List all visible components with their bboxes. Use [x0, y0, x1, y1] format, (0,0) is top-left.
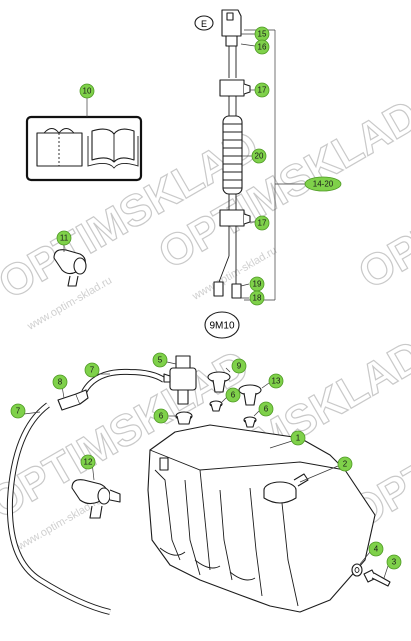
harness-clip-upper — [219, 79, 245, 97]
callout-2: 2 — [337, 456, 353, 472]
bolt-3 — [363, 569, 391, 587]
grommet-right — [243, 416, 257, 428]
svg-text:20: 20 — [255, 152, 264, 161]
callout-6: 6 — [153, 408, 169, 424]
harness-clip-lower — [219, 209, 245, 227]
svg-text:17: 17 — [258, 219, 267, 228]
svg-text:2: 2 — [343, 460, 348, 469]
washer-hoses — [6, 368, 166, 615]
connector-letter-badge — [194, 15, 214, 31]
svg-text:10: 10 — [83, 87, 92, 96]
svg-text:13: 13 — [272, 377, 281, 386]
svg-text:19: 19 — [253, 280, 262, 289]
svg-text:7: 7 — [16, 407, 21, 416]
svg-text:14-20: 14-20 — [313, 180, 334, 189]
terminal-left — [213, 281, 224, 297]
callout-6: 6 — [225, 387, 241, 403]
svg-text:12: 12 — [84, 458, 93, 467]
blanking-cap-9 — [207, 371, 231, 393]
callout-8: 8 — [52, 374, 68, 390]
svg-text:8: 8 — [58, 378, 63, 387]
svg-text:15: 15 — [258, 30, 267, 39]
callouts: 15 16 17 10 20 14-20 17 11 19 18 5 7 9 8… — [10, 26, 402, 570]
svg-text:11: 11 — [60, 234, 69, 243]
callout-15: 15 — [254, 26, 270, 42]
callout-19: 19 — [249, 276, 265, 292]
callout-7: 7 — [84, 362, 100, 378]
callout-17: 17 — [254, 215, 270, 231]
callout-18: 18 — [249, 290, 265, 306]
corrugated-sleeve — [222, 115, 243, 195]
callout-3: 3 — [386, 554, 402, 570]
callout-16: 16 — [254, 39, 270, 55]
wiring-harness: E — [194, 9, 305, 301]
callout-7: 7 — [10, 403, 26, 419]
svg-text:4: 4 — [374, 545, 379, 554]
callout-20: 20 — [251, 148, 267, 164]
grommet-left — [175, 411, 193, 425]
callout-11: 11 — [56, 230, 72, 246]
book-reference: 9M10 — [204, 311, 240, 339]
callout-12: 12 — [80, 454, 96, 470]
callout-10: 10 — [79, 83, 95, 99]
hose-joint — [57, 393, 81, 411]
blanking-cap-13 — [238, 384, 262, 406]
hose-clip-12 — [71, 479, 121, 519]
terminal-right — [231, 283, 242, 299]
svg-text:18: 18 — [253, 294, 262, 303]
hose-clip-11 — [53, 249, 87, 287]
svg-text:9: 9 — [237, 362, 242, 371]
callout-4: 4 — [368, 541, 384, 557]
svg-text:6: 6 — [159, 412, 164, 421]
svg-text:5: 5 — [158, 356, 163, 365]
svg-text:6: 6 — [231, 391, 236, 400]
callout-1: 1 — [290, 430, 306, 446]
callout-17: 17 — [254, 82, 270, 98]
manual-box — [25, 115, 143, 182]
connector-letter: E — [201, 19, 207, 29]
svg-text:7: 7 — [90, 366, 95, 375]
callout-14-20: 14-20 — [304, 176, 342, 192]
svg-text:1: 1 — [296, 434, 301, 443]
callout-6: 6 — [258, 401, 274, 417]
washer-pump — [163, 355, 197, 405]
svg-text:3: 3 — [392, 558, 397, 567]
washer-4 — [351, 563, 363, 577]
callout-9: 9 — [231, 358, 247, 374]
washer-reservoir — [147, 424, 376, 613]
book-code: 9M10 — [209, 321, 234, 332]
svg-text:6: 6 — [264, 405, 269, 414]
svg-text:16: 16 — [258, 43, 267, 52]
callout-13: 13 — [268, 373, 284, 389]
book-icon — [87, 128, 139, 169]
grommet-middle — [209, 400, 223, 412]
svg-text:17: 17 — [258, 86, 267, 95]
callout-5: 5 — [152, 352, 168, 368]
leaflet-icon — [36, 132, 83, 167]
